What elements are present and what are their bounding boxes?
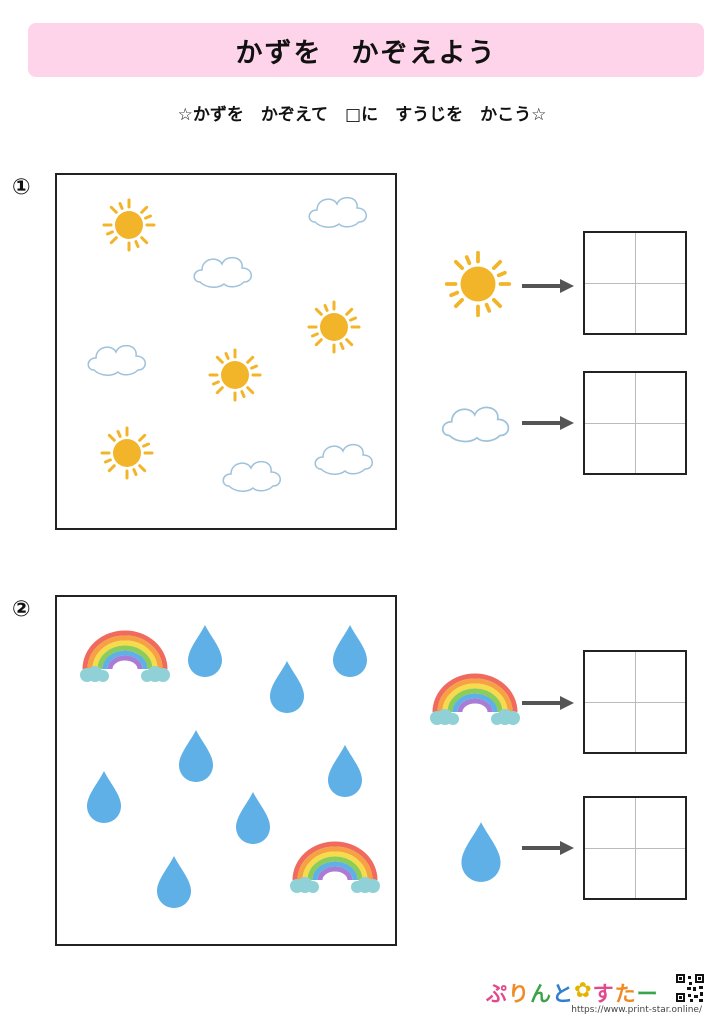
sun-icon — [100, 426, 154, 480]
logo-char: ぷ — [486, 982, 507, 1006]
cloud-icon — [314, 443, 374, 475]
sun-icon — [102, 198, 156, 252]
arrow-icon — [522, 696, 574, 710]
cloud-icon — [308, 196, 368, 228]
answer-box-rainbow[interactable] — [583, 650, 687, 754]
raindrop-icon — [87, 771, 121, 823]
arrow-icon — [522, 841, 574, 855]
sun-icon — [307, 300, 361, 354]
instruction-text: ☆かずを かぞえて □に すうじを かこう☆ — [177, 105, 547, 125]
footer-url[interactable]: https://www.print-star.online/ — [571, 1005, 702, 1015]
logo-char: す — [592, 982, 614, 1006]
logo-char: り — [508, 982, 529, 1006]
cloud-icon — [441, 406, 510, 443]
sun-icon — [444, 250, 512, 318]
raindrop-icon — [333, 625, 367, 677]
raindrop-icon — [270, 661, 304, 713]
flower-icon: ✿ — [574, 978, 592, 1002]
sun-icon — [208, 348, 262, 402]
answer-box-sun[interactable] — [583, 231, 687, 335]
raindrop-icon — [461, 822, 501, 882]
brand-logo: ぷ り ん と ✿ す た ー — [486, 978, 658, 1008]
raindrop-icon — [157, 856, 191, 908]
logo-char: た — [614, 982, 636, 1006]
problem-number-1: ① — [12, 175, 31, 200]
answer-box-cloud[interactable] — [583, 371, 687, 475]
cloud-icon — [87, 344, 147, 376]
logo-char: ー — [636, 982, 658, 1006]
raindrop-icon — [236, 792, 270, 844]
logo-char: ん — [530, 982, 551, 1006]
answer-box-raindrop[interactable] — [583, 796, 687, 900]
cloud-icon — [193, 256, 253, 288]
arrow-icon — [522, 279, 574, 293]
logo-char: と — [552, 982, 573, 1006]
raindrop-icon — [188, 625, 222, 677]
raindrop-icon — [328, 745, 362, 797]
problem-number-2: ② — [12, 597, 31, 622]
rainbow-icon — [430, 676, 520, 725]
rainbow-icon — [80, 633, 170, 682]
qr-code-icon — [676, 974, 704, 1002]
rainbow-icon — [290, 844, 380, 893]
arrow-icon — [522, 416, 574, 430]
raindrop-icon — [179, 730, 213, 782]
title-banner: かずを かぞえよう — [28, 23, 704, 77]
page-title: かずを かぞえよう — [235, 37, 497, 69]
cloud-icon — [222, 460, 282, 492]
